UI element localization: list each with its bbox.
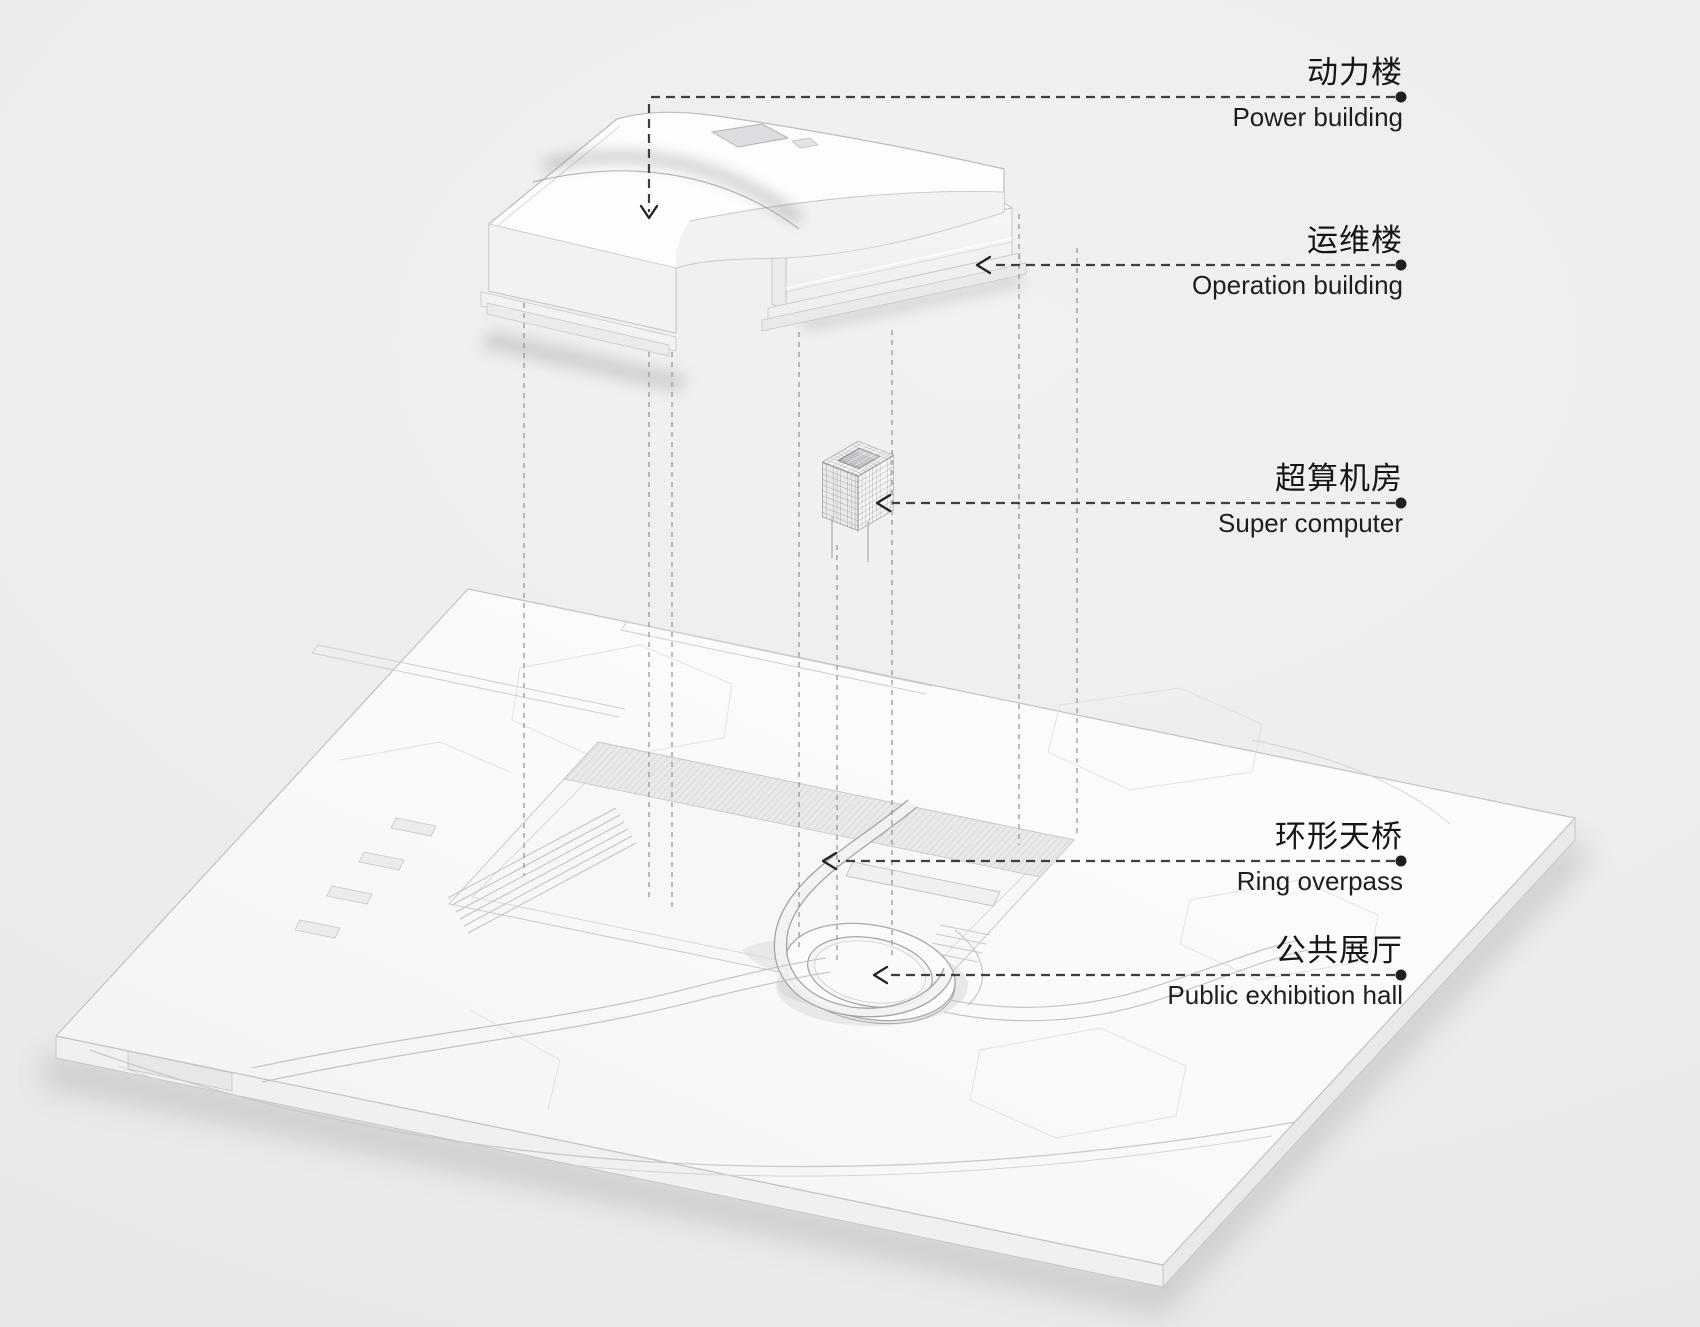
- arrow-left-icon: [875, 493, 892, 513]
- road-lines: [89, 621, 1451, 1177]
- grandstand-hatch: [564, 742, 1074, 877]
- exhibition-hall-ring: [773, 799, 983, 1026]
- spiral-ramp: [774, 800, 953, 1017]
- podium-slab-2: [486, 302, 670, 357]
- leader-dot: [1395, 259, 1407, 271]
- paving-lines: [339, 644, 1379, 1139]
- arrow-left-icon: [975, 255, 992, 275]
- leader-arrows: [639, 204, 992, 985]
- callout-zh-label: 公共展厅: [1275, 933, 1403, 968]
- building-shadows: [480, 272, 1026, 392]
- callout-super-computer: 超算机房 Super computer: [1218, 461, 1403, 537]
- stair-lines: [447, 807, 637, 934]
- projection-lines: [523, 214, 1078, 960]
- leader-dot: [1395, 497, 1407, 509]
- callout-en-label: Ring overpass: [1236, 866, 1403, 896]
- arm-front-face: [676, 191, 1004, 268]
- power-building: [480, 111, 1005, 357]
- callout-zh-label: 超算机房: [1275, 461, 1403, 496]
- leader-lines: [647, 95, 1395, 977]
- callout-en-label: Power building: [1232, 102, 1403, 132]
- callout-en-label: Super computer: [1218, 508, 1403, 538]
- callout-operation-building: 运维楼 Operation building: [1192, 223, 1403, 299]
- ground-paths: [251, 939, 1309, 1083]
- callout-en-label: Operation building: [1191, 270, 1403, 300]
- ring-floor: [814, 940, 926, 1004]
- power-front-face: [488, 223, 677, 334]
- ring-terrace-arc: [954, 929, 983, 1006]
- roof-skylight-small: [791, 137, 819, 149]
- plaza-east-stairs: [927, 924, 991, 963]
- callout-ring-overpass: 环形天桥 Ring overpass: [1237, 819, 1403, 895]
- leader-dots: [1395, 91, 1407, 981]
- leader-dot: [1395, 91, 1407, 103]
- sunken-plaza: [294, 741, 1075, 1007]
- leader-dot: [1395, 969, 1407, 981]
- arrow-left-icon: [872, 965, 889, 985]
- operation-base-slab-2: [761, 262, 1027, 332]
- leader-dot: [1395, 855, 1407, 867]
- cube-supports: [831, 517, 869, 562]
- callout-zh-label: 环形天桥: [1275, 819, 1403, 854]
- arrow-left-icon: [821, 851, 838, 871]
- callout-power-building: 动力楼 Power building: [1232, 55, 1403, 131]
- roof-skylight: [711, 123, 789, 148]
- callout-public-exhibition-hall: 公共展厅 Public exhibition hall: [1167, 933, 1403, 1009]
- arrow-down-icon: [639, 204, 659, 220]
- callout-zh-label: 运维楼: [1307, 223, 1403, 258]
- roof-recess-shadow: [543, 151, 804, 225]
- callout-zh-label: 动力楼: [1307, 55, 1403, 90]
- callout-en-label: Public exhibition hall: [1167, 980, 1403, 1010]
- planter-blocks: [294, 817, 437, 939]
- elevated-walkway: [845, 861, 1001, 907]
